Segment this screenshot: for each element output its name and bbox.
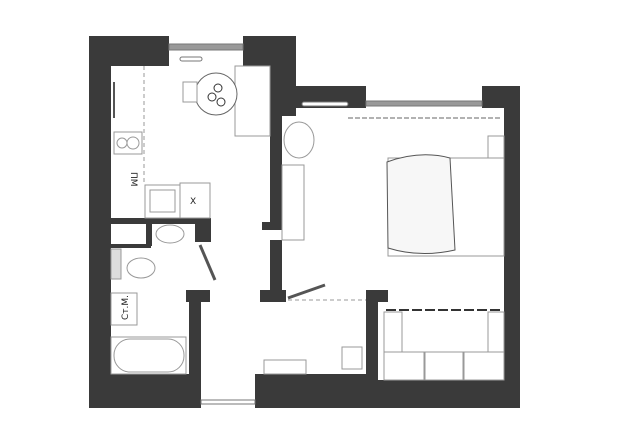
armchair	[283, 121, 315, 159]
washing-machine	[110, 292, 138, 326]
chair	[182, 81, 198, 103]
washbasin	[155, 224, 185, 244]
shoe-bench	[263, 359, 307, 375]
bedroom	[281, 117, 505, 257]
loggia	[383, 309, 505, 381]
label-washing-machine: Ст.М.	[121, 295, 131, 320]
dining-table	[194, 72, 238, 116]
sofa-bench	[234, 65, 271, 137]
bathroom	[110, 224, 217, 375]
fridge	[179, 182, 211, 219]
label-dishwasher: ПМ	[128, 172, 138, 187]
desk	[281, 164, 305, 241]
hallway	[263, 283, 366, 375]
walls	[89, 36, 520, 408]
nightstand	[487, 135, 505, 159]
toilet	[126, 257, 156, 279]
windows	[168, 43, 483, 405]
kitchen-sink	[149, 189, 176, 213]
kitchen	[113, 65, 271, 219]
pouf	[341, 346, 363, 370]
label-fridge: Х	[190, 197, 196, 207]
cooktop-burner	[116, 137, 128, 149]
